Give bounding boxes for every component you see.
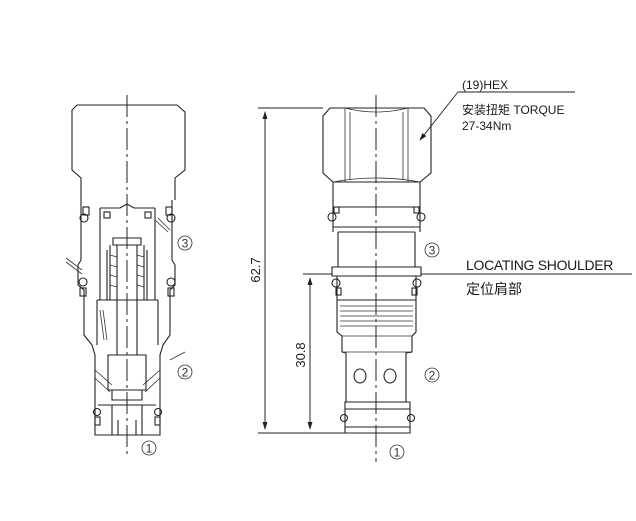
port-2-label: 2 [177,364,193,380]
spool [112,237,142,355]
svg-text:62.7: 62.7 [248,257,263,282]
port-hole [353,368,367,384]
svg-text:27-34Nm: 27-34Nm [462,119,511,133]
svg-text:定位肩部: 定位肩部 [466,281,522,297]
svg-text:(19)HEX: (19)HEX [462,78,508,92]
poppet [107,354,147,401]
seal [165,206,173,216]
port-1-label: 1 [141,440,157,456]
svg-text:1: 1 [394,446,401,460]
dimension-overall: 62.7 [248,107,345,434]
shoulder-callout: LOCATING SHOULDER 定位肩部 [421,257,632,297]
svg-text:30.8: 30.8 [293,342,308,367]
port-hole [383,368,397,384]
upper-body [332,182,421,267]
svg-text:1: 1 [146,442,153,456]
svg-text:3: 3 [429,244,436,258]
bottom-cap [344,401,411,434]
sleeve [96,203,159,345]
port-1-label: 1 [389,444,405,460]
threads [340,305,413,353]
external-view: 62.7 30.8 (19)HEX 安装扭矩 TORQUE 27-34Nm LO… [248,78,632,462]
locating-shoulder [331,266,422,277]
svg-text:2: 2 [429,369,436,383]
seal [144,211,152,219]
port-3-label: 3 [177,235,193,251]
section-view: 3 2 1 [65,95,193,458]
hex-callout: (19)HEX 安装扭矩 TORQUE 27-34Nm [419,78,575,141]
coil-cap [71,104,186,200]
svg-text:3: 3 [182,237,189,251]
svg-text:LOCATING SHOULDER: LOCATING SHOULDER [466,257,613,273]
spring [106,245,148,300]
bottom-end [98,404,156,435]
seal [82,206,90,216]
svg-text:安装扭矩 TORQUE: 安装扭矩 TORQUE [462,102,564,117]
seal [103,211,111,219]
dimension-shoulder: 30.8 [293,273,332,430]
hex-nut [322,107,432,183]
port-3-label: 3 [424,242,440,258]
port-2-label: 2 [424,367,440,383]
svg-text:2: 2 [182,366,189,380]
